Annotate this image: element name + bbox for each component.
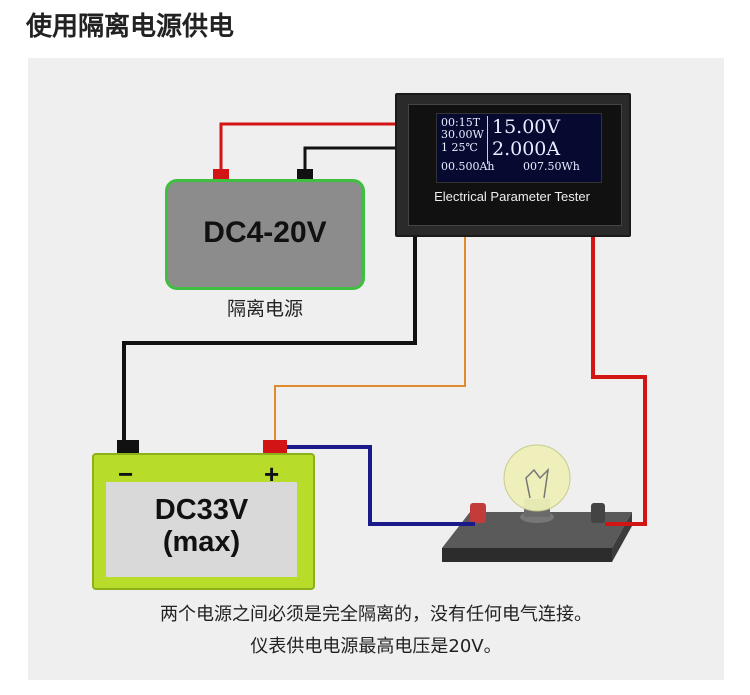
red-wire-bulb xyxy=(591,230,647,526)
orange-wire xyxy=(274,230,466,443)
footer-line-2: 仪表供电电源最高电压是20V。 xyxy=(250,636,502,657)
fixture-terminal-red xyxy=(470,503,486,523)
meter-voltage: 15.00V xyxy=(492,116,561,138)
battery-plus-sign: + xyxy=(264,459,280,489)
meter-current: 2.000A xyxy=(492,138,561,160)
red-wire-supply xyxy=(219,122,400,172)
battery-voltage-label: DC33V xyxy=(154,494,249,526)
page-title: 使用隔离电源供电 xyxy=(26,12,235,42)
meter-wh: 007.50Wh xyxy=(523,160,580,173)
meter-divider xyxy=(487,116,488,164)
meter-screen: 00:15T 30.00W 1 25℃ 00.500Ah 15.00V 2.00… xyxy=(436,113,602,183)
footer-line-1: 两个电源之间必须是完全隔离的，没有任何电气连接。 xyxy=(160,604,592,625)
meter-label: Electrical Parameter Tester xyxy=(434,189,590,204)
isolated-power-supply: DC4-20V xyxy=(165,179,365,290)
bulb-glass xyxy=(503,444,571,512)
black-wire-supply xyxy=(303,146,400,172)
bulb-fixture xyxy=(442,444,632,562)
parameter-meter: 00:15T 30.00W 1 25℃ 00.500Ah 15.00V 2.00… xyxy=(395,93,631,237)
battery-minus-sign: − xyxy=(118,459,134,489)
meter-timer: 00:15T xyxy=(441,116,481,129)
supply-voltage-label: DC4-20V xyxy=(203,216,327,249)
black-wire-battery xyxy=(122,230,417,443)
fixture-front xyxy=(442,548,612,562)
meter-ah: 00.500Ah xyxy=(441,160,495,173)
battery: − + DC33V (max) xyxy=(92,453,315,590)
meter-temp: 1 25℃ xyxy=(441,141,478,154)
fixture-top xyxy=(442,512,632,548)
bulb-filament xyxy=(525,467,550,499)
fixture-terminal-black xyxy=(591,503,605,523)
supply-caption: 隔离电源 xyxy=(226,298,303,320)
meter-power: 30.00W xyxy=(441,128,484,141)
battery-max-label: (max) xyxy=(162,526,241,558)
battery-label-area: DC33V (max) xyxy=(106,482,297,577)
blue-wire xyxy=(283,445,475,526)
